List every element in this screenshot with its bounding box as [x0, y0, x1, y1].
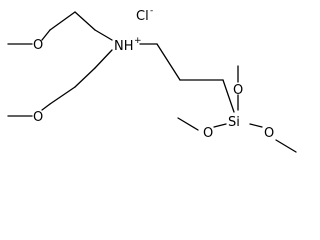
bond-si-o-left: [213, 123, 227, 128]
ammonium-charge-label: +: [134, 36, 142, 46]
chloride-charge-label: -: [150, 6, 153, 16]
atom-labels: Cl - NH + O O O Si O O: [33, 6, 274, 141]
ammonium-nh-label: NH: [114, 39, 134, 54]
oxygen-methoxy-upper-label: O: [33, 38, 43, 53]
bond-c3-o-upper: [41, 29, 51, 41]
bond-c1-c2: [74, 11, 96, 31]
bond-c6-o-lower: [41, 103, 51, 111]
bond-nh-c4: [94, 49, 113, 69]
bond-c5-c6: [49, 86, 76, 105]
oxygen-methoxy-lower-label: O: [33, 110, 43, 125]
bond-c7-c8: [156, 43, 181, 81]
bond-o-right-methyl: [275, 139, 297, 153]
bond-nh-c1: [94, 29, 113, 41]
bond-c4-c5: [74, 67, 96, 88]
oxygen-si-left-label: O: [203, 126, 213, 141]
chloride-atom-label: Cl: [136, 9, 149, 24]
oxygen-si-top-label: O: [233, 83, 243, 98]
bond-o-left-methyl: [177, 117, 199, 131]
bond-si-o-right: [249, 123, 263, 128]
bond-c9-si: [222, 79, 235, 113]
bond-c2-c3: [49, 11, 76, 31]
chemical-structure-diagram: Cl - NH + O O O Si O O: [7, 6, 297, 153]
oxygen-si-right-label: O: [264, 126, 274, 141]
bond-lines: [7, 11, 297, 153]
silicon-atom-label: Si: [228, 115, 240, 130]
